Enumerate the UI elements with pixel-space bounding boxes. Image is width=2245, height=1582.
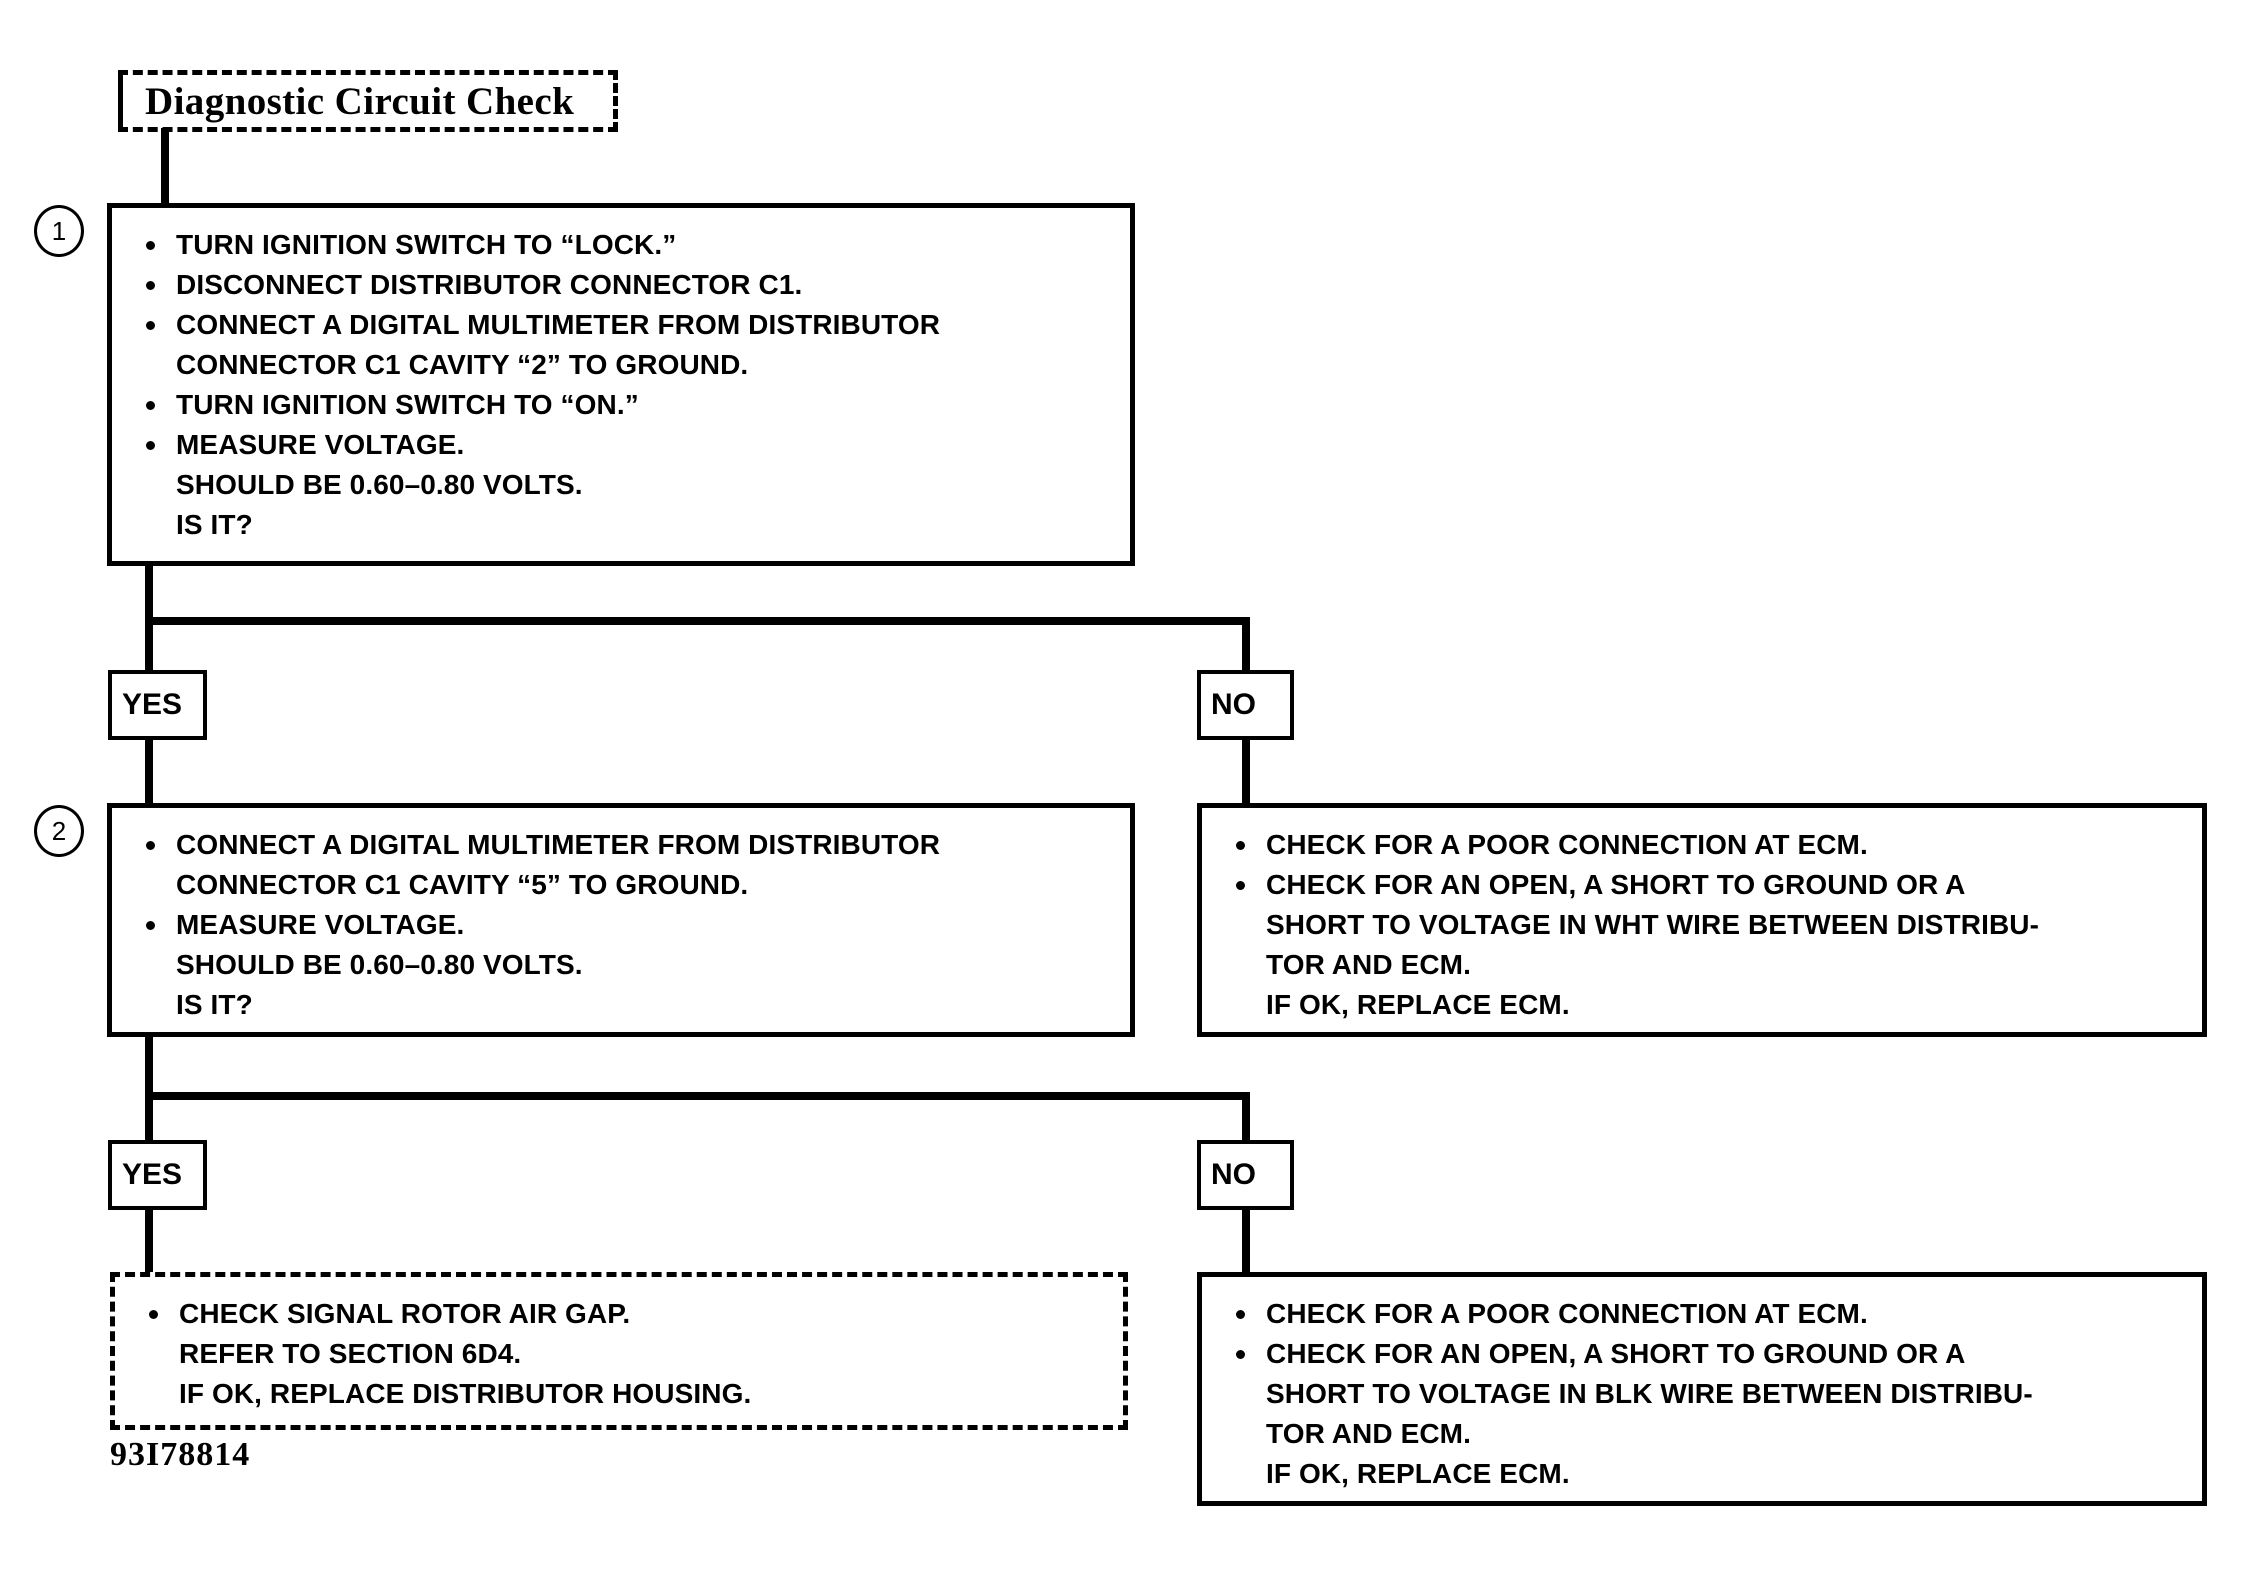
step-1-line-8: IS IT? [176, 509, 253, 540]
step-1-line-7: SHOULD BE 0.60–0.80 VOLTS. [176, 469, 583, 500]
figure-id-label: 93I78814 [110, 1436, 251, 1473]
outcome-no-1-line-5: IF OK, REPLACE ECM. [1266, 989, 1570, 1020]
outcome-no-2-line-1: CHECK FOR A POOR CONNECTION AT ECM. [1224, 1295, 2182, 1333]
step-2-line-3: MEASURE VOLTAGE. [134, 906, 1110, 944]
outcome-no-1-line-4: TOR AND ECM. [1266, 949, 1471, 980]
outcome-yes-final-list: CHECK SIGNAL ROTOR AIR GAP. REFER TO SEC… [137, 1295, 1103, 1413]
connector-step1-branch-horizontal [145, 617, 1250, 625]
step-1-line-5: TURN IGNITION SWITCH TO “ON.” [134, 386, 1110, 424]
connector-yes2-to-outcome [145, 1210, 153, 1278]
outcome-no-1-box: CHECK FOR A POOR CONNECTION AT ECM. CHEC… [1197, 803, 2207, 1037]
diagnostic-title-box: Diagnostic Circuit Check [118, 70, 618, 132]
outcome-no-1-line-3: SHORT TO VOLTAGE IN WHT WIRE BETWEEN DIS… [1266, 909, 2040, 940]
step-1-line-2: DISCONNECT DISTRIBUTOR CONNECTOR C1. [134, 266, 1110, 304]
connector-yes1-to-step2 [145, 740, 153, 811]
step-1-line-6: MEASURE VOLTAGE. [134, 426, 1110, 464]
outcome-no-2-line-3: SHORT TO VOLTAGE IN BLK WIRE BETWEEN DIS… [1266, 1378, 2033, 1409]
outcome-no-1-line-1: CHECK FOR A POOR CONNECTION AT ECM. [1224, 826, 2182, 864]
branch-no-2[interactable]: NO [1197, 1140, 1294, 1210]
page-title: Diagnostic Circuit Check [145, 79, 575, 123]
step-1-list: TURN IGNITION SWITCH TO “LOCK.” DISCONNE… [134, 226, 1110, 544]
outcome-no-1-list: CHECK FOR A POOR CONNECTION AT ECM. CHEC… [1224, 826, 2182, 1024]
branch-yes-2[interactable]: YES [108, 1140, 207, 1210]
branch-no-1[interactable]: NO [1197, 670, 1294, 740]
branch-yes-1[interactable]: YES [108, 670, 207, 740]
step-1-box: TURN IGNITION SWITCH TO “LOCK.” DISCONNE… [107, 203, 1135, 566]
connector-step1-to-no [1242, 617, 1250, 670]
outcome-no-2-line-4: TOR AND ECM. [1266, 1418, 1471, 1449]
outcome-no-2-list: CHECK FOR A POOR CONNECTION AT ECM. CHEC… [1224, 1295, 2182, 1493]
outcome-no-2-line-5: IF OK, REPLACE ECM. [1266, 1458, 1570, 1489]
step-1-line-1: TURN IGNITION SWITCH TO “LOCK.” [134, 226, 1110, 264]
step-number-2: 2 [34, 805, 84, 857]
connector-no1-to-outcome [1242, 740, 1250, 811]
connector-step2-to-no [1242, 1092, 1250, 1167]
step-2-list: CONNECT A DIGITAL MULTIMETER FROM DISTRI… [134, 826, 1110, 1024]
step-2-line-4: SHOULD BE 0.60–0.80 VOLTS. [176, 949, 583, 980]
step-2-line-5: IS IT? [176, 989, 253, 1020]
connector-step2-down [145, 1037, 153, 1167]
step-number-1: 1 [34, 205, 84, 257]
outcome-yes-final-box: CHECK SIGNAL ROTOR AIR GAP. REFER TO SEC… [110, 1272, 1128, 1430]
connector-title-to-step1 [161, 128, 169, 208]
step-1-line-3: CONNECT A DIGITAL MULTIMETER FROM DISTRI… [134, 306, 1110, 344]
outcome-yes-final-line-2: REFER TO SECTION 6D4. [179, 1338, 522, 1369]
step-2-box: CONNECT A DIGITAL MULTIMETER FROM DISTRI… [107, 803, 1135, 1037]
connector-step2-branch-horizontal [145, 1092, 1250, 1100]
outcome-yes-final-line-1: CHECK SIGNAL ROTOR AIR GAP. [137, 1295, 1103, 1333]
connector-no2-to-outcome [1242, 1210, 1250, 1278]
step-2-line-2: CONNECTOR C1 CAVITY “5” TO GROUND. [176, 869, 749, 900]
outcome-no-1-line-2: CHECK FOR AN OPEN, A SHORT TO GROUND OR … [1224, 866, 2182, 904]
outcome-no-2-line-2: CHECK FOR AN OPEN, A SHORT TO GROUND OR … [1224, 1335, 2182, 1373]
step-1-line-4: CONNECTOR C1 CAVITY “2” TO GROUND. [176, 349, 749, 380]
step-2-line-1: CONNECT A DIGITAL MULTIMETER FROM DISTRI… [134, 826, 1110, 864]
outcome-no-2-box: CHECK FOR A POOR CONNECTION AT ECM. CHEC… [1197, 1272, 2207, 1506]
outcome-yes-final-line-3: IF OK, REPLACE DISTRIBUTOR HOUSING. [179, 1378, 752, 1409]
